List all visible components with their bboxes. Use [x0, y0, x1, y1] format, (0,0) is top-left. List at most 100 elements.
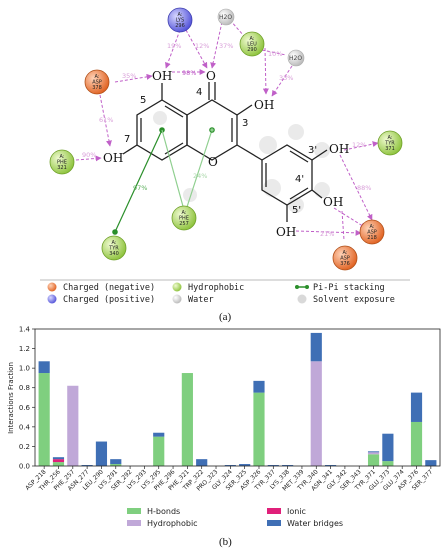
bar-asp_376-h-bonds — [410, 421, 423, 466]
pct-label: 61% — [99, 116, 113, 124]
residue-chain: A: — [181, 210, 186, 216]
bar-lys_295-water-bridges — [153, 432, 165, 437]
ring-label-5prime: 5' — [292, 205, 301, 216]
pct-label: 19% — [167, 42, 181, 50]
interaction-fraction-chart: Interactions Fraction 0.00.20.40.60.81.0… — [7, 326, 441, 548]
residue-circle — [377, 130, 403, 156]
residue-circle — [359, 219, 385, 245]
residue-name: ASP — [367, 230, 377, 236]
legend-swatch — [172, 294, 182, 304]
pct-label: 37% — [219, 42, 233, 50]
bar-asn_341-water-bridges — [325, 465, 337, 466]
bar-lys_338-water-bridges — [282, 465, 294, 466]
bar-lys_291-water-bridges — [110, 459, 122, 465]
legend-swatch — [47, 294, 57, 304]
panel-b-caption: (b) — [219, 536, 232, 548]
pct-label: 10% — [268, 50, 282, 58]
bar-tyr_371-h-bonds — [367, 454, 380, 466]
water-1 — [217, 8, 235, 26]
residue-chain: A: — [177, 12, 182, 18]
bar-leu_290-water-bridges — [95, 441, 108, 466]
residue-chain: A: — [94, 74, 99, 80]
oh-3-label: OH — [254, 98, 274, 112]
residue-chain: A: — [342, 250, 347, 256]
ring-label-4: 4 — [196, 87, 202, 98]
y-axis-label: Interactions Fraction — [7, 362, 15, 434]
residue-circle — [167, 7, 193, 33]
legend-swatch — [127, 508, 141, 514]
bar-gly_324-water-bridges — [224, 465, 236, 466]
pct-label: 90% — [82, 151, 96, 159]
molecule-bonds — [122, 82, 328, 222]
residue-name: TYR — [108, 246, 119, 252]
legend-label: Water bridges — [287, 519, 343, 528]
residue-chain: A: — [369, 224, 374, 230]
legend-swatch — [297, 294, 307, 304]
residue-name: TYR — [384, 141, 395, 147]
pct-label: 88% — [357, 184, 371, 192]
oh-5prime-label: OH — [276, 225, 296, 239]
legend-items: Charged (negative) Hydrophobic Pi-Pi stack… — [47, 282, 395, 305]
bar-asp_326-water-bridges — [253, 380, 265, 393]
pct-label: 35% — [122, 72, 136, 80]
legend-swatch — [267, 508, 281, 514]
residue-circle — [101, 235, 127, 261]
residue-number: 378 — [92, 85, 102, 91]
residue-number: 296 — [175, 23, 185, 29]
residue-name: ASP — [92, 80, 102, 86]
pipi-lines — [112, 127, 215, 235]
y-tick-label: 0.8 — [19, 384, 30, 392]
legend-item-hydrophobic: Hydrophobic — [172, 282, 244, 293]
residue-number: 371 — [385, 146, 395, 152]
y-tick-label: 1.2 — [19, 345, 30, 353]
legend-item-positive: Charged (positive) — [47, 294, 155, 305]
pct-label: 97% — [133, 184, 147, 192]
bar-lys_295-h-bonds — [153, 436, 165, 466]
bar-phe_321-h-bonds — [181, 373, 193, 466]
bar-asp_218-water-bridges — [38, 361, 50, 374]
residue-name: PHE — [179, 216, 189, 222]
residue-name: PHE — [57, 160, 67, 166]
y-tick-label: 0.0 — [19, 463, 30, 471]
pct-label: 12% — [195, 42, 209, 50]
ring-label-4prime: 4' — [295, 174, 304, 185]
bar-asp_218-h-bonds — [38, 373, 50, 466]
legend-item-solvent: Solvent exposure — [297, 294, 395, 305]
hbond-lines — [75, 19, 379, 241]
residue-circle — [171, 205, 197, 231]
bar-thr_256-water-bridges — [52, 457, 65, 460]
interaction-percent-labels: 19% 12% 37% 98% 10% 61% 35% 33% 90% 97% … — [82, 42, 371, 238]
legend-label: Solvent exposure — [313, 295, 395, 305]
bar-lys_291-h-bonds — [110, 464, 122, 466]
residue-chain: A: — [249, 36, 254, 42]
residue-name: LEU — [247, 42, 257, 48]
legend-label: Hydrophobic — [147, 519, 198, 528]
legend-label: Ionic — [287, 507, 306, 516]
bar-tyr_371-hydrophobic — [367, 452, 380, 455]
y-axis: 0.00.20.40.60.81.01.21.4 — [19, 326, 35, 471]
legend-label: Hydrophobic — [188, 283, 244, 293]
ring-position-labels: 5 4 3 7 3' 4' 5' — [124, 87, 317, 216]
bar-asn_277-water-bridges — [81, 465, 93, 466]
residue-number: 321 — [57, 165, 67, 171]
oh-7-label: OH — [103, 151, 123, 165]
bar-tyr_371-water-bridges — [367, 451, 380, 453]
residue-chain: A: — [387, 135, 392, 141]
residues: A:LYS296A:LEU290A:ASP378A:PHE321A:PHE257… — [49, 7, 403, 271]
legend-item-negative: Charged (negative) — [47, 282, 155, 293]
bar-glu_373-water-bridges — [382, 433, 394, 462]
legend-item-pipi: Pi-Pi stacking — [295, 283, 385, 293]
bar-phe_257-hydrophobic — [67, 385, 79, 466]
plot-frame — [34, 328, 441, 467]
ligand-interaction-diagram: OH O OH O OH OH OH OH 5 4 3 7 3' 4' 5' — [40, 7, 410, 323]
residue-number: 376 — [340, 261, 350, 267]
x-axis: ASP_218THR_256PHE_257ASN_277LEU_290LYS_2… — [24, 466, 434, 493]
y-tick-label: 0.2 — [19, 443, 30, 451]
diagram-legend: Charged (negative) Hydrophobic Pi-Pi stack… — [40, 279, 410, 305]
